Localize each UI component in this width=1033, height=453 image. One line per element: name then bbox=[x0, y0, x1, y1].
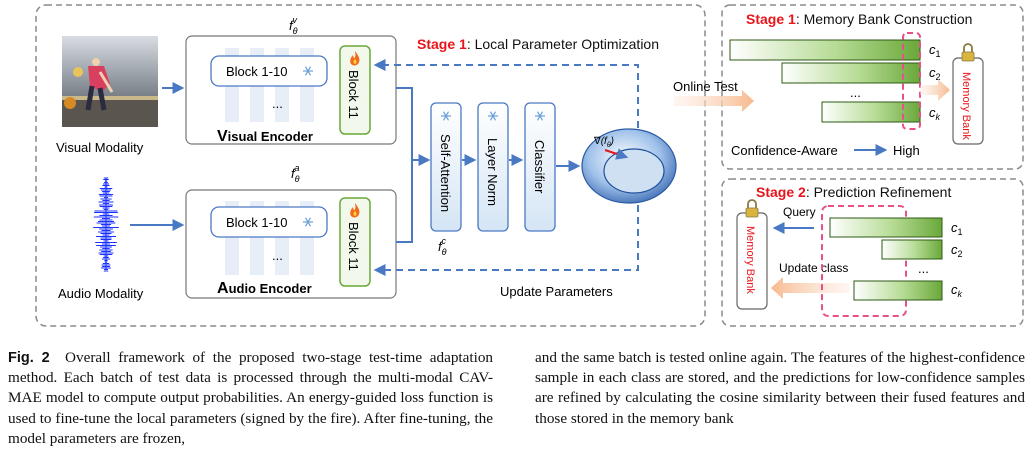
stage2-class-label-ck: ck bbox=[951, 282, 963, 299]
framework-diagram: Stage 1: Local Parameter Optimization Vi… bbox=[35, 4, 1024, 327]
stage2-frame bbox=[721, 178, 1024, 327]
caption-right-text: and the same batch is tested online agai… bbox=[535, 349, 1025, 427]
audio-block-11 bbox=[339, 197, 371, 287]
stage1-memory-frame bbox=[721, 4, 1024, 170]
snowflake-icon bbox=[488, 111, 498, 121]
query-label: Query bbox=[783, 205, 816, 219]
memory-class-label-ck: ck bbox=[929, 105, 941, 122]
layer-norm-block bbox=[477, 102, 509, 232]
memory-bar-c1 bbox=[729, 39, 921, 61]
gradient-label: ∇(fθ) bbox=[593, 136, 614, 149]
visual-encoder-symbol: fθv bbox=[289, 15, 298, 36]
visual-modality-image bbox=[62, 36, 158, 127]
memory-class-label-c2: c2 bbox=[929, 65, 941, 82]
stage2-class-label-c2: c2 bbox=[951, 242, 963, 259]
audio-to-fusion-connector bbox=[396, 160, 413, 243]
stage1-local-prefix: Stage 1 bbox=[417, 36, 467, 52]
figure-caption-right: and the same batch is tested online agai… bbox=[535, 348, 1025, 429]
update-to-audio-dashed-arrow bbox=[373, 205, 639, 276]
stage1-local-frame bbox=[35, 4, 706, 327]
fire-icon bbox=[350, 203, 360, 218]
figure-caption-left: Fig. 2 Overall framework of the proposed… bbox=[8, 348, 493, 449]
memory-bar-ck bbox=[821, 101, 921, 123]
stage2-title: Stage 2: Prediction Refinement bbox=[756, 184, 951, 200]
visual-modality-label: Visual Modality bbox=[56, 140, 144, 155]
visual-encoder-title: Visual Encoder bbox=[217, 128, 313, 145]
update-class-arrow bbox=[771, 277, 850, 299]
figure-label: Fig. 2 bbox=[8, 350, 50, 366]
memory-bank-label: Memory Bank bbox=[960, 72, 972, 140]
classifier-label: Classifier bbox=[532, 140, 547, 194]
visual-ellipsis: ... bbox=[272, 96, 283, 111]
visual-to-fusion-connector bbox=[396, 87, 413, 160]
visual-block-1-10-label: Block 1-10 bbox=[226, 64, 287, 79]
audio-block-1-10-label: Block 1-10 bbox=[226, 215, 287, 230]
stage2-class-label-c1: c1 bbox=[951, 220, 963, 237]
snowflake-icon bbox=[535, 111, 545, 121]
stage2-bars-ellipsis: ... bbox=[918, 261, 929, 276]
snowflake-icon bbox=[441, 111, 451, 121]
layer-norm-label: Layer Norm bbox=[485, 138, 500, 206]
snowflake-icon bbox=[303, 217, 313, 227]
memory-class-label-c1: c1 bbox=[929, 42, 941, 59]
update-to-visual-dashed-arrow bbox=[373, 59, 639, 128]
loss-landscape bbox=[581, 128, 677, 204]
audio-waveform bbox=[93, 177, 119, 272]
memory-bar-c2 bbox=[781, 62, 921, 84]
audio-encoder-symbol: fθa bbox=[291, 163, 300, 184]
stage1-local-rest: : Local Parameter Optimization bbox=[467, 36, 659, 52]
audio-block-1-10 bbox=[210, 206, 328, 238]
classifier-block bbox=[524, 102, 556, 232]
online-test-arrow bbox=[674, 90, 754, 112]
stage2-highlight bbox=[821, 205, 907, 317]
visual-block-11 bbox=[339, 45, 371, 135]
stage2-bar-ck bbox=[853, 280, 943, 301]
high-confidence-highlight bbox=[902, 32, 921, 130]
update-class-label: Update class bbox=[779, 261, 848, 275]
lock-icon bbox=[961, 43, 975, 62]
confidence-aware-label: Confidence-Aware bbox=[731, 143, 838, 158]
caption-left-text: Overall framework of the proposed two-st… bbox=[8, 349, 493, 447]
audio-modality-label: Audio Modality bbox=[58, 286, 144, 301]
stage2-memory-bank-label: Memory Bank bbox=[744, 226, 756, 294]
self-attention-block bbox=[430, 102, 462, 232]
audio-encoder-title: Audio Encoder bbox=[217, 280, 312, 297]
visual-block-11-label: Block 11 bbox=[346, 70, 361, 119]
audio-block-11-label: Block 11 bbox=[346, 222, 361, 271]
high-label: High bbox=[893, 143, 920, 158]
online-test-label: Online Test bbox=[673, 79, 738, 94]
to-memory-bank-arrow bbox=[920, 79, 950, 101]
stage1-local-title: Stage 1: Local Parameter Optimization bbox=[417, 36, 659, 52]
fire-icon bbox=[350, 51, 360, 66]
update-parameters-label: Update Parameters bbox=[500, 284, 613, 299]
fusion-symbol: fθc bbox=[438, 236, 447, 257]
audio-ellipsis: ... bbox=[272, 248, 283, 263]
lock-icon bbox=[745, 199, 759, 218]
stage2-bar-c1 bbox=[829, 217, 943, 238]
stage2-bar-c2 bbox=[881, 239, 943, 260]
visual-block-1-10 bbox=[210, 55, 328, 87]
snowflake-icon bbox=[303, 66, 313, 76]
self-attention-label: Self-Attention bbox=[438, 134, 453, 212]
memory-bars-ellipsis: ... bbox=[850, 85, 861, 100]
stage1-memory-title: Stage 1: Memory Bank Construction bbox=[746, 11, 972, 27]
